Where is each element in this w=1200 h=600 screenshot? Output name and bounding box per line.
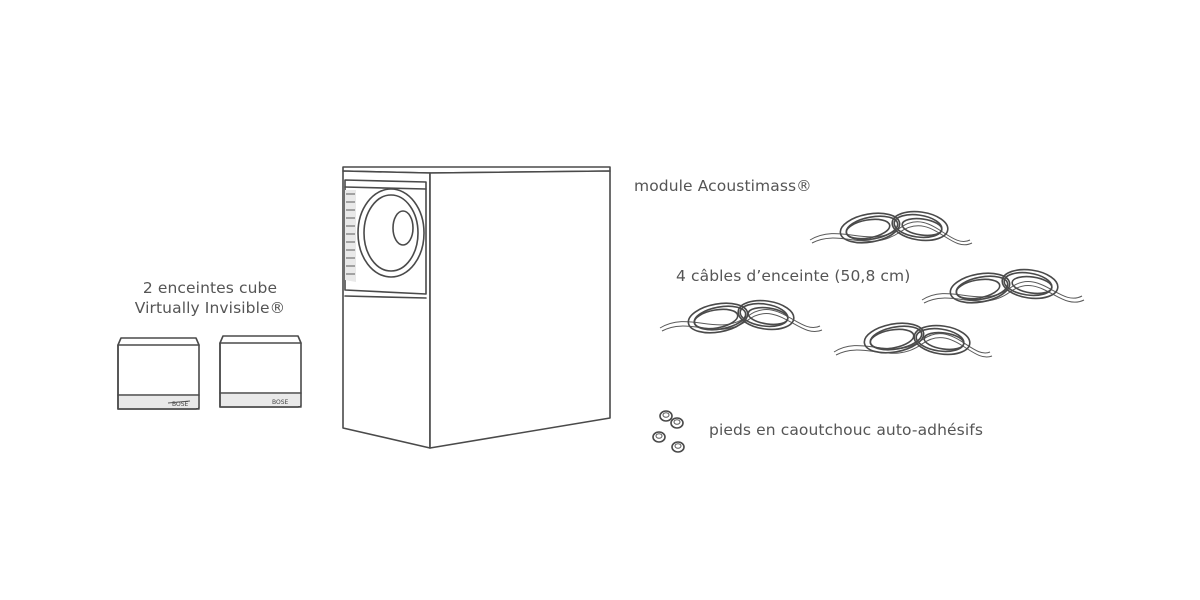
bose-logo: BOSE: [172, 401, 189, 408]
rubber-feet-label: pieds en caoutchouc auto-adhésifs: [709, 421, 983, 439]
rubber-foot: [659, 410, 673, 422]
rubber-foot: [652, 431, 666, 443]
rubber-foot: [670, 417, 684, 429]
cube-speakers-label-line1: 2 enceintes cube: [142, 279, 278, 297]
cube-speakers-label: 2 enceintes cube Virtually Invisible®: [110, 278, 310, 318]
speaker-cable-1: [809, 210, 973, 246]
speaker-cable-3: [659, 299, 823, 334]
acoustimass-module: [342, 166, 611, 449]
cube-speaker-right: BOSE: [219, 335, 302, 408]
cube-speaker-left: BOSE: [117, 337, 200, 410]
speaker-cables-label: 4 câbles d’enceinte (50,8 cm): [676, 267, 911, 285]
speaker-cable-2: [921, 268, 1085, 304]
acoustimass-module-label: module Acoustimass®: [634, 177, 812, 195]
bose-logo: BOSE: [272, 399, 289, 406]
rubber-foot: [671, 441, 685, 453]
speaker-cable-4: [833, 322, 993, 358]
cube-speakers-label-line2: Virtually Invisible®: [134, 299, 286, 317]
rubber-feet: [652, 410, 685, 453]
